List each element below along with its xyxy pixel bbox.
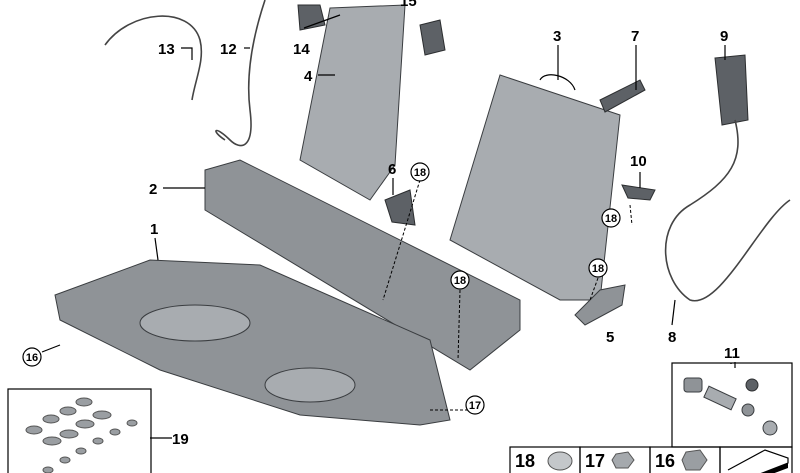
cable-13 [104,15,203,101]
bracket-5 [574,284,626,326]
connector-line [457,289,461,361]
cable-8 [664,119,791,302]
callout-7: 7 [631,28,639,45]
callout-6: 6 [388,161,396,178]
seat-carrier [204,159,521,371]
circled-callout-18: 18 [588,258,608,278]
svg-text:16: 16 [26,352,38,364]
callout-2: 2 [149,181,157,198]
legend-box-18: 18 [509,446,581,473]
backrest-frame-small [299,4,406,201]
callout-13: 13 [158,41,175,58]
lock-9 [714,54,749,126]
hex-bolt-icon [611,451,635,469]
symbol-arrow-icon [727,449,789,473]
backrest-frame-large [449,74,621,301]
bushing-set-icon [683,377,778,436]
svg-text:18: 18 [454,275,466,287]
bracket-10 [621,184,656,201]
callout-19: 19 [172,431,189,448]
connector-line [629,204,633,226]
callout-12: 12 [220,41,237,58]
seat-tray-recess-left [139,304,251,342]
svg-text:17: 17 [585,451,605,471]
torx-bolt-icon [547,451,573,471]
callout-9: 9 [720,28,728,45]
legend-box-symbol [719,446,793,473]
svg-text:16: 16 [655,451,675,471]
legend-box-16: 16 [649,446,721,473]
fastener-kit-icon [25,397,138,473]
circled-callout-17: 17 [465,395,485,415]
svg-text:18: 18 [515,451,535,471]
bracket-6 [384,189,416,226]
hinge-14 [297,4,326,31]
fastener-kit-box [7,388,152,473]
callout-15: 15 [400,0,417,10]
svg-text:17: 17 [469,400,481,412]
connector-line [382,179,421,301]
legend-box-17: 17 [579,446,651,473]
circled-callout-18: 18 [601,208,621,228]
callout-8: 8 [668,329,676,346]
callout-4: 4 [304,68,313,85]
bracket-15 [419,19,446,56]
cable-12 [215,0,266,147]
lock-7 [599,79,646,113]
svg-text:18: 18 [414,167,426,179]
circled-callout-16: 16 [22,347,42,367]
callout-11: 11 [724,345,740,362]
circled-callout-18: 18 [450,270,470,290]
connector-line [589,277,599,301]
callout-10: 10 [630,153,647,170]
hex-bolt-icon [681,449,708,471]
callout-3: 3 [553,28,561,45]
callout-14: 14 [293,41,310,58]
callout-1: 1 [150,221,158,238]
svg-text:18: 18 [592,263,604,275]
callout-5: 5 [606,329,614,346]
svg-text:18: 18 [605,213,617,225]
circled-callout-18: 18 [410,162,430,182]
seat-tray-recess-right [264,367,356,403]
